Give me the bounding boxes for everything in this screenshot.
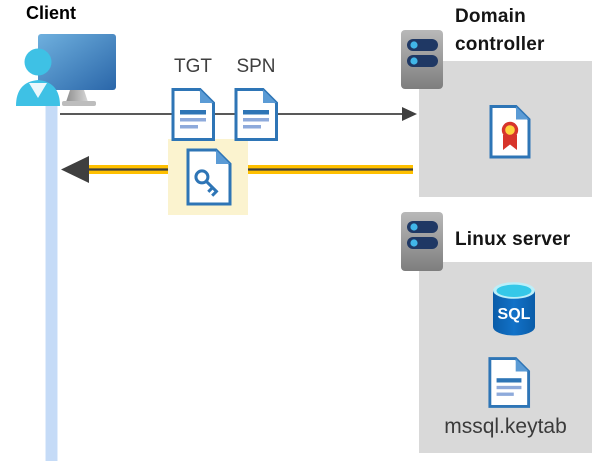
linux-server-label: Linux server: [455, 229, 571, 250]
key-document-icon: [186, 148, 232, 206]
linux-server-icon: [401, 212, 443, 271]
keytab-document-icon: [488, 357, 531, 408]
domain-controller-label: Domain controller: [455, 6, 545, 55]
spn-document-icon: [234, 88, 278, 141]
sql-database-icon: SQL: [493, 282, 535, 336]
key-icon: [194, 169, 219, 197]
keytab-label: mssql.keytab: [444, 415, 567, 438]
client-user-monitor-icon: [16, 34, 116, 106]
sql-label: SQL: [498, 306, 531, 323]
certificate-icon: [489, 105, 531, 159]
spn-label: SPN: [236, 56, 276, 77]
client-lifeline: [45, 98, 58, 461]
client-label: Client: [26, 3, 77, 23]
rosette-icon: [501, 121, 519, 150]
person-icon: [16, 48, 60, 106]
domain-controller-server-icon: [401, 30, 443, 89]
response-arrowhead-icon: [61, 156, 89, 183]
tgt-document-icon: [171, 88, 215, 141]
request-arrow: [60, 107, 417, 121]
response-arrow: [61, 156, 413, 183]
tgt-label: TGT: [174, 56, 212, 77]
request-arrowhead-icon: [402, 107, 417, 121]
monitor-icon: [38, 34, 116, 90]
